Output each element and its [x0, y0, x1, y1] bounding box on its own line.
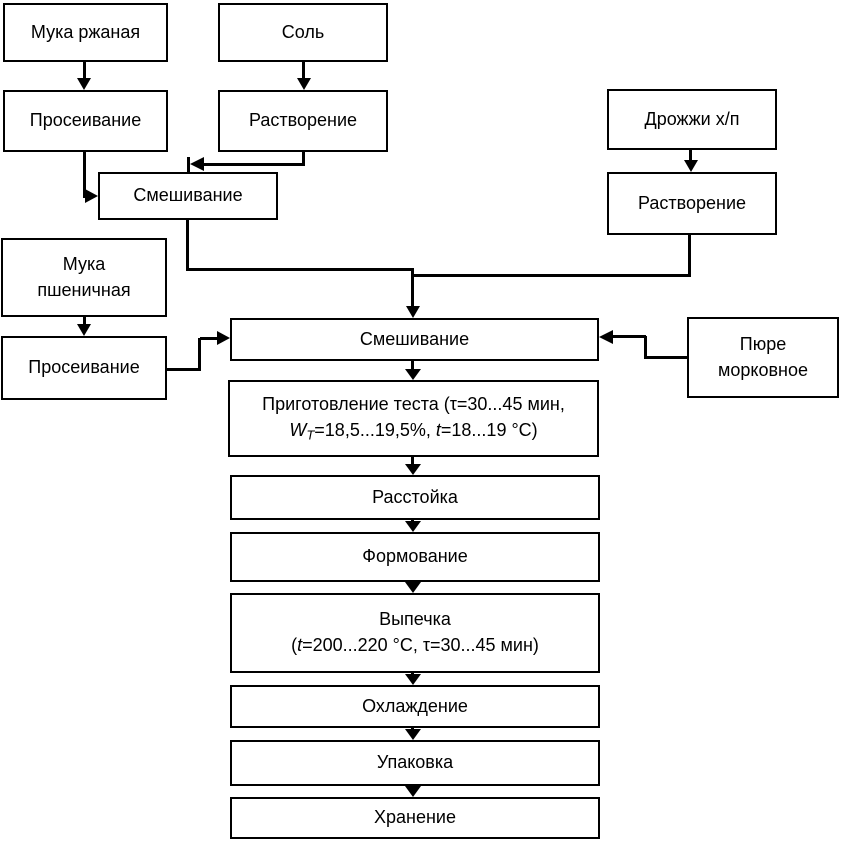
node-label-line2: (t=200...220 °С, τ=30...45 мин) — [291, 635, 539, 655]
node-rastvorenie-sol: Растворение — [218, 90, 388, 152]
node-sol: Соль — [218, 3, 388, 62]
node-label: Смешивание — [133, 185, 243, 206]
node-label: Растворение — [248, 110, 358, 131]
node-label-line1: Выпечка — [379, 609, 451, 630]
node-smeshivanie-1: Смешивание — [98, 172, 278, 220]
node-label-line2: WТ=18,5...19,5%, t=18...19 °С) — [289, 419, 538, 443]
connector-line — [413, 274, 690, 277]
connector-line — [186, 268, 414, 271]
arrowhead-down — [406, 306, 420, 318]
arrowhead-down — [405, 786, 421, 797]
connector-line — [202, 163, 305, 166]
node-muka-rzhanaya: Мука ржаная — [3, 3, 168, 62]
node-rastvorenie-drozhzhi: Растворение — [607, 172, 777, 235]
node-label: Мука ржаная — [30, 21, 141, 42]
arrowhead-down — [405, 369, 421, 380]
node-pyure-morkovnoe: Пюре морковное — [687, 317, 839, 398]
node-upakovka: Упаковка — [230, 740, 600, 786]
node-okhlazhdenie: Охлаждение — [230, 685, 600, 728]
connector-line — [645, 356, 687, 359]
node-label-line1: Пюре — [739, 333, 787, 354]
connector-line — [688, 235, 691, 277]
node-label: Дрожжи х/п — [644, 108, 740, 129]
node-label: Хранение — [374, 807, 456, 828]
arrowhead-down — [405, 674, 421, 685]
connector-line — [302, 152, 305, 166]
node-smeshivanie-2: Смешивание — [230, 318, 599, 361]
node-drozhzhi: Дрожжи х/п — [607, 89, 777, 150]
node-label: Охлаждение — [362, 695, 468, 716]
connector-line — [411, 361, 414, 371]
node-label-line2: пшеничная — [37, 279, 131, 300]
arrowhead-down — [405, 729, 421, 740]
arrowhead-down — [77, 324, 91, 336]
connector-line — [83, 317, 86, 327]
node-label: Соль — [281, 21, 325, 42]
node-label: Упаковка — [376, 752, 454, 773]
node-label-line1: Приготовление теста (τ=30...45 мин, — [262, 394, 565, 415]
connector-line — [411, 268, 414, 308]
connector-line — [186, 220, 189, 271]
connector-line — [83, 152, 86, 198]
node-khranenie: Хранение — [230, 797, 600, 839]
arrowhead-down — [405, 464, 421, 475]
connector-line — [167, 368, 201, 371]
arrowhead-down — [297, 78, 311, 90]
arrowhead-left — [190, 157, 204, 171]
node-rasstoyka: Расстойка — [230, 475, 600, 520]
node-label-line1: Мука — [62, 253, 106, 274]
node-prigotovlenie-testa: Приготовление теста (τ=30...45 мин, WТ=1… — [228, 380, 599, 457]
node-proseivanie-pshenichnaya: Просеивание — [1, 336, 167, 400]
arrowhead-right — [217, 331, 230, 345]
node-muka-pshenichnaya: Мука пшеничная — [1, 238, 167, 317]
node-label-line2: морковное — [717, 359, 808, 380]
node-label: Растворение — [637, 192, 747, 213]
arrowhead-right — [85, 189, 98, 203]
arrowhead-down — [77, 78, 91, 90]
connector-line — [83, 62, 86, 80]
node-label: Просеивание — [29, 110, 142, 131]
node-label: Расстойка — [372, 486, 458, 507]
connector-line — [644, 336, 647, 359]
node-label: Просеивание — [28, 357, 140, 378]
node-proseivanie-rzhanaya: Просеивание — [3, 90, 168, 152]
node-label: Формование — [362, 546, 468, 567]
connector-line — [302, 62, 305, 80]
node-vypechka: Выпечка (t=200...220 °С, τ=30...45 мин) — [230, 593, 600, 673]
arrowhead-down — [405, 521, 421, 532]
connector-line — [187, 157, 190, 173]
node-label: Смешивание — [359, 328, 470, 349]
arrowhead-down — [405, 582, 421, 593]
arrowhead-left — [599, 330, 613, 344]
connector-line — [689, 150, 692, 162]
arrowhead-down — [684, 160, 698, 172]
connector-line — [411, 457, 414, 466]
connector-line — [200, 337, 219, 340]
connector-line — [198, 338, 201, 371]
connector-line — [612, 335, 646, 338]
node-formovanie: Формование — [230, 532, 600, 582]
